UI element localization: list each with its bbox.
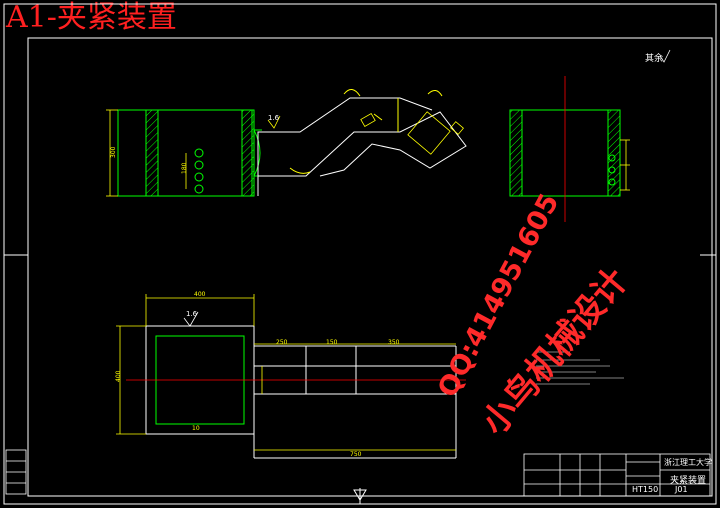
- left-margin-table: [5, 449, 27, 495]
- dim-side-height: 400: [115, 370, 122, 382]
- dim-bottom-total: 750: [350, 451, 362, 458]
- bent-profile-small-parts: [360, 111, 464, 155]
- roughness-label-2: 1.6: [186, 310, 198, 318]
- roughness-label-1: 1.6: [268, 114, 280, 122]
- title-block-part-name: 夹紧装置: [670, 476, 707, 486]
- bottom-main-view: [145, 325, 457, 459]
- top-left-dimensions: [106, 109, 282, 197]
- dim-v2: 180: [181, 162, 188, 174]
- bottom-dimensions: [116, 294, 456, 451]
- dim-segment-3: 350: [388, 339, 400, 346]
- dim-main-width: 400: [194, 291, 206, 298]
- top-right-dimensions: [620, 139, 630, 191]
- title-block-organization: 浙江理工大学: [664, 458, 712, 467]
- center-mark: [353, 489, 367, 501]
- bent-profile-view: [257, 89, 467, 196]
- sheet-border: [3, 3, 717, 505]
- title-block-drawing-code: J01: [675, 485, 688, 494]
- title-block-material: HT150: [632, 485, 659, 494]
- dim-gap: 10: [192, 425, 200, 432]
- technical-notes: [536, 351, 624, 385]
- top-left-view: [117, 109, 262, 197]
- dim-segment-2: 150: [326, 339, 338, 346]
- rest-roughness-symbol: [659, 49, 671, 63]
- drawing-title: A1-夹紧装置: [6, 0, 177, 35]
- dim-segment-1: 250: [276, 339, 288, 346]
- dim-v1: 300: [110, 146, 117, 158]
- rest-roughness-note: 其余: [645, 52, 663, 64]
- bottom-roughness-symbol: [183, 311, 199, 327]
- title-block: [523, 453, 711, 497]
